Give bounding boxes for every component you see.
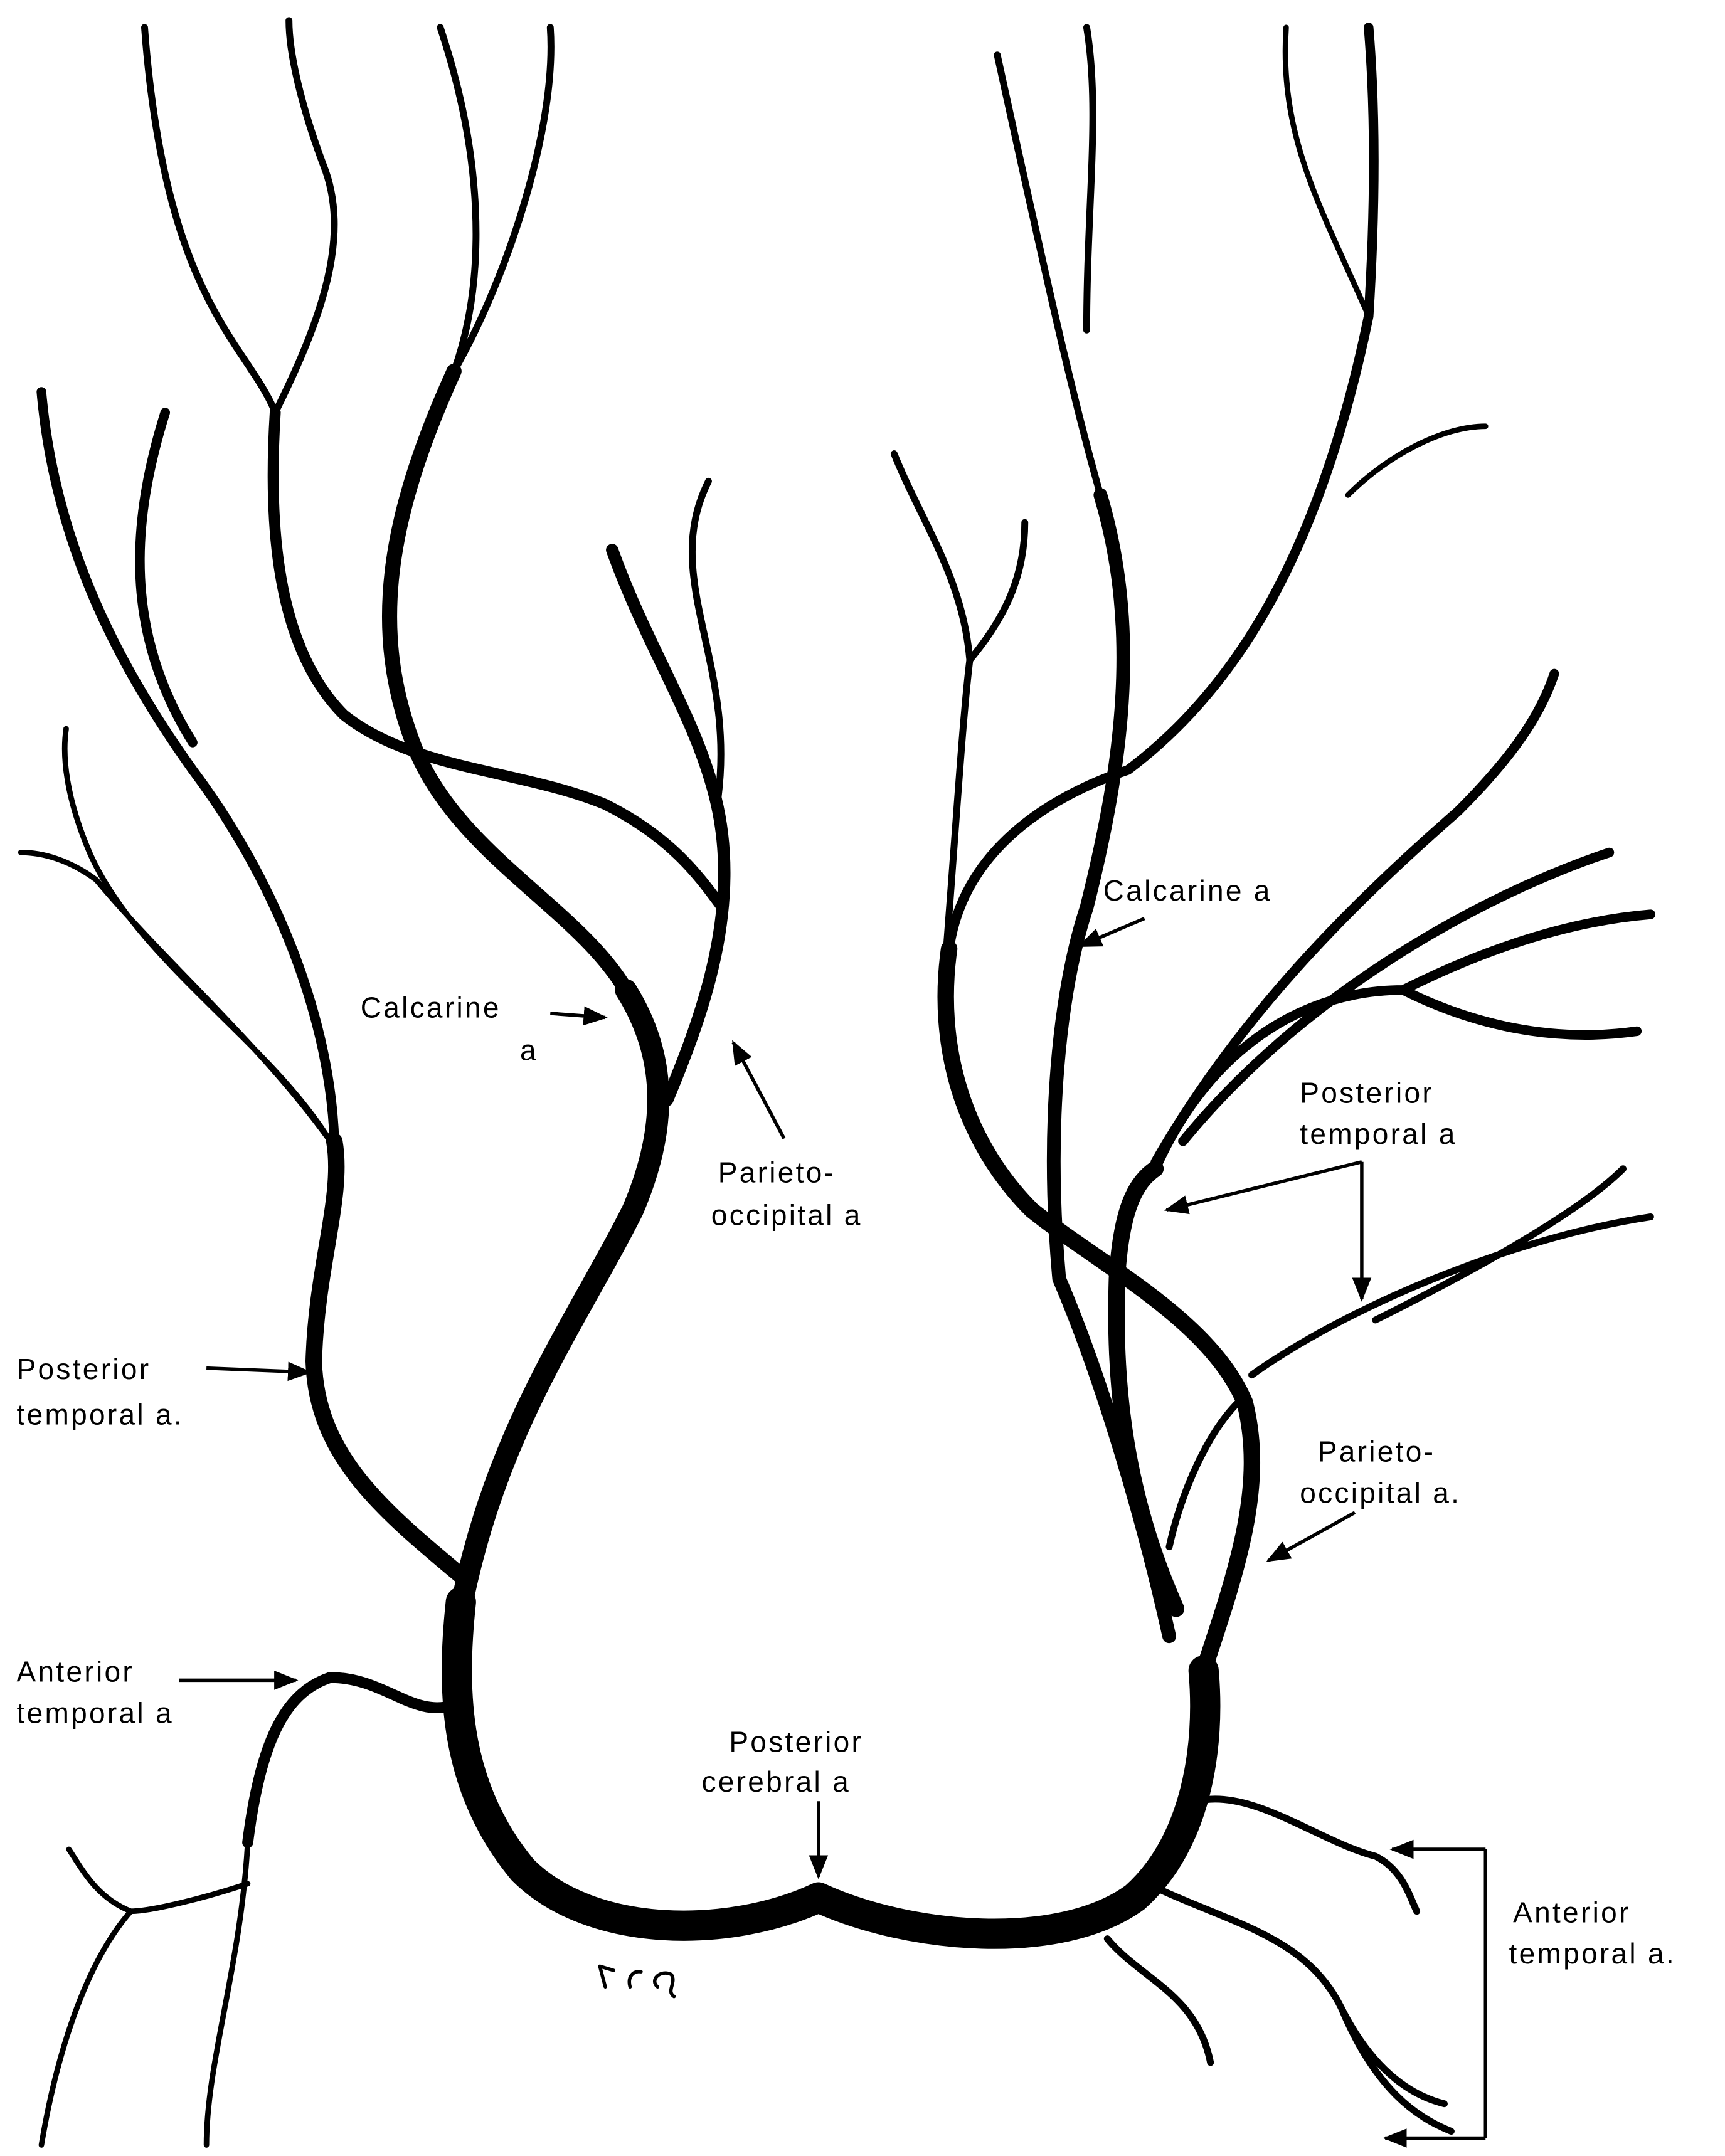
left-anterior-temporal-artery (242, 1672, 460, 1848)
label-left-parieto-occipital: Parieto- (718, 1156, 836, 1189)
label-right-parieto-occipital: Parieto- (1318, 1435, 1436, 1468)
right-anterior-temporal-artery (1103, 1795, 1455, 2135)
label-left-parieto-occipital-2: occipital a (711, 1199, 863, 1232)
label-right-parieto-occipital-2: occipital a. (1300, 1477, 1461, 1509)
label-right-posterior-temporal-2: temporal a (1300, 1118, 1457, 1150)
left-crossing-artery (267, 407, 728, 913)
right-posterior-temporal-upper (1150, 668, 1656, 1174)
label-right-posterior-temporal: Posterior (1300, 1076, 1434, 1109)
label-right-anterior-temporal: Anterior (1513, 1896, 1631, 1928)
label-left-calcarine: Calcarine (361, 991, 501, 1024)
left-posterior-temporal-branches (18, 726, 337, 1151)
label-left-calcarine-2: a (520, 1033, 538, 1066)
right-top-branches (1282, 24, 1489, 498)
label-right-anterior-temporal-2: temporal a. (1509, 1937, 1676, 1970)
left-anterior-temporal-branches (38, 1839, 251, 2148)
right-calcarine-branches (890, 24, 1104, 953)
left-top-branches (141, 17, 338, 416)
right-calcarine-artery (1046, 488, 1176, 1644)
left-calcarine-branches (437, 24, 555, 375)
artist-signature (598, 1964, 676, 1999)
left-posterior-temporal-upper (36, 387, 339, 1146)
label-left-posterior-temporal: Posterior (17, 1353, 151, 1385)
left-calcarine-artery (450, 979, 669, 1620)
left-parieto-occipital-branch (688, 477, 724, 801)
label-left-anterior-temporal-2: temporal a (17, 1696, 174, 1729)
right-parieto-occipital-upper (944, 23, 1379, 954)
left-calcarine-upper (381, 363, 634, 998)
label-arrows (179, 917, 1487, 2148)
posterior-cerebral-artery (442, 1587, 1221, 1949)
right-posterior-temporal-artery (1108, 1160, 1185, 1617)
label-left-posterior-temporal-2: temporal a. (17, 1398, 184, 1431)
left-posterior-temporal-artery (305, 1133, 476, 1590)
label-posterior-cerebral: Posterior (729, 1725, 863, 1758)
label-left-anterior-temporal: Anterior (17, 1656, 135, 1688)
right-posterior-temporal-lower (1165, 1165, 1654, 1551)
label-posterior-cerebral-2: cerebral a (701, 1765, 851, 1798)
label-right-calcarine: Calcarine a (1103, 874, 1272, 907)
right-parieto-occipital-artery (937, 940, 1261, 1679)
